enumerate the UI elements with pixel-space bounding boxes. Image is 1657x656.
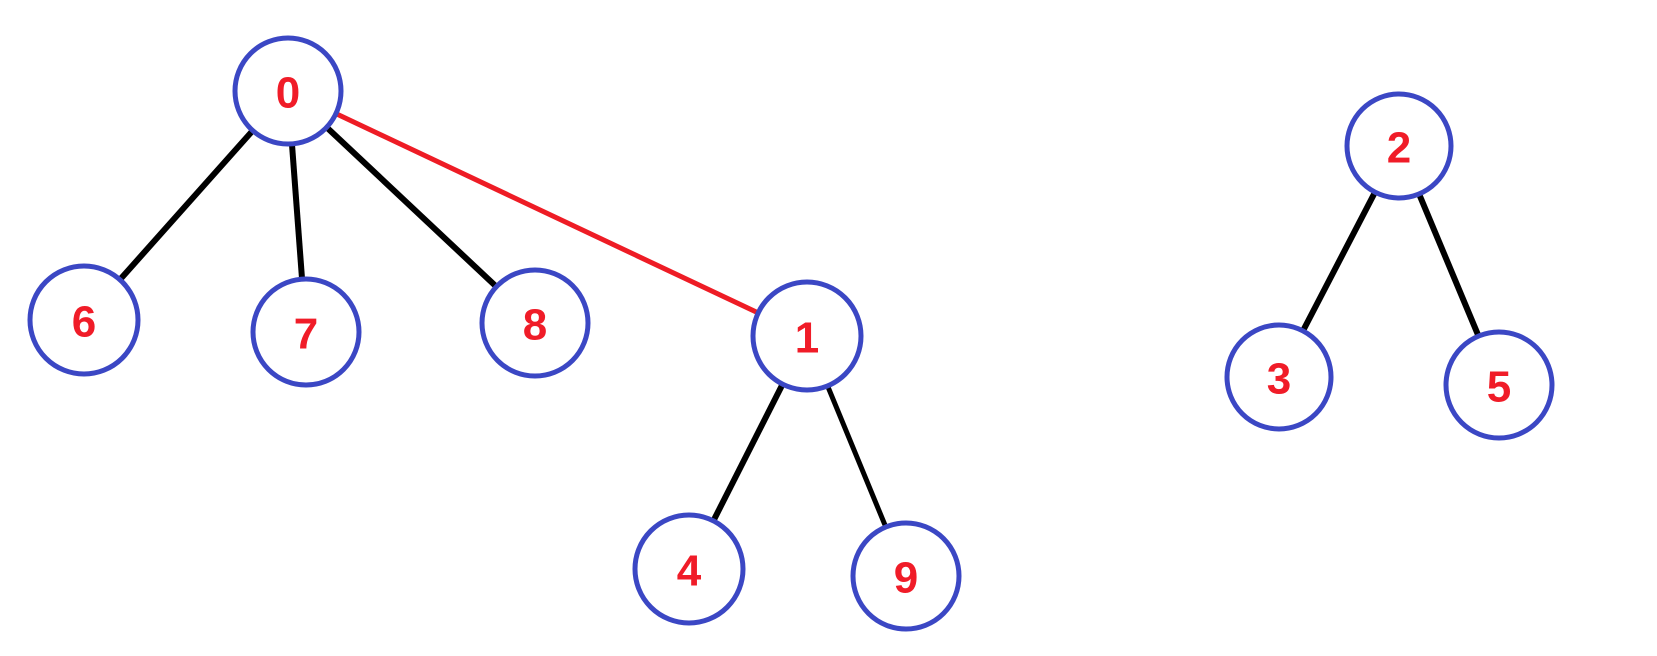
node-label-2: 2 — [1387, 124, 1411, 173]
node-label-5: 5 — [1487, 363, 1511, 412]
graph-node-9[interactable]: 9 — [850, 520, 962, 632]
node-circle-8[interactable] — [479, 267, 591, 379]
node-layer: 0 6 7 8 1 4 9 2 3 5 — [27, 35, 1555, 632]
graph-edge-0-1 — [333, 110, 762, 317]
graph-edge-0-8 — [323, 123, 500, 291]
graph-node-2[interactable]: 2 — [1344, 91, 1454, 201]
node-circle-7[interactable] — [250, 276, 362, 388]
node-circle-6[interactable] — [27, 263, 141, 377]
graph-edge-0-6 — [116, 127, 257, 284]
graph-edge-2-3 — [1299, 188, 1379, 335]
graph-node-5[interactable]: 5 — [1443, 329, 1555, 441]
node-label-8: 8 — [523, 301, 547, 350]
node-circle-9[interactable] — [850, 520, 962, 632]
graph-edge-2-5 — [1415, 190, 1483, 340]
node-circle-4[interactable] — [632, 512, 746, 626]
graph-node-3[interactable]: 3 — [1224, 322, 1334, 432]
edge-layer — [116, 110, 1483, 530]
node-circle-0[interactable] — [232, 35, 344, 147]
graph-edge-1-9 — [824, 383, 889, 530]
graph-node-0[interactable]: 0 — [232, 35, 344, 147]
graph-node-8[interactable]: 8 — [479, 267, 591, 379]
graph-edge-0-7 — [288, 141, 306, 282]
graph-node-6[interactable]: 6 — [27, 263, 141, 377]
node-label-7: 7 — [294, 310, 318, 359]
graph-node-4[interactable]: 4 — [632, 512, 746, 626]
graph-edge-1-4 — [709, 381, 787, 524]
node-label-0: 0 — [276, 69, 300, 118]
node-label-3: 3 — [1267, 355, 1291, 404]
node-circle-5[interactable] — [1443, 329, 1555, 441]
node-label-6: 6 — [72, 298, 96, 347]
node-label-4: 4 — [677, 547, 702, 596]
node-circle-1[interactable] — [750, 279, 864, 393]
node-circle-2[interactable] — [1344, 91, 1454, 201]
graph-node-1[interactable]: 1 — [750, 279, 864, 393]
graph-node-7[interactable]: 7 — [250, 276, 362, 388]
node-label-1: 1 — [795, 314, 819, 363]
node-circle-3[interactable] — [1224, 322, 1334, 432]
node-label-9: 9 — [894, 554, 918, 603]
